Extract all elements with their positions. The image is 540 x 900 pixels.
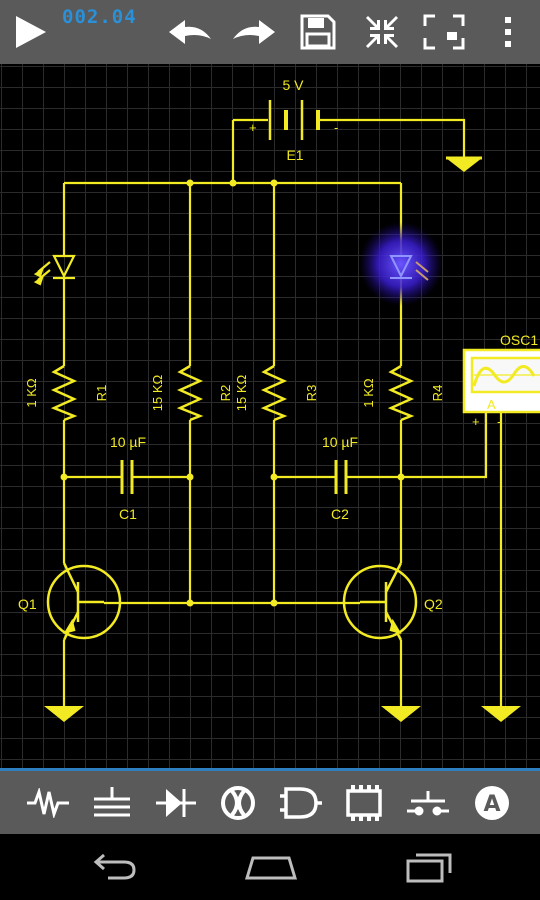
ground-symbols <box>44 156 521 722</box>
battery-voltage-label: 5 V <box>282 77 304 93</box>
simulation-timer: 002.04 <box>62 6 137 28</box>
shrink-button[interactable] <box>352 0 412 64</box>
logic-gate-icon <box>280 786 322 819</box>
battery-minus-label: - <box>334 120 338 135</box>
osc-name-label: OSC1 <box>500 332 538 348</box>
diode-icon <box>156 788 196 817</box>
led-right <box>389 255 429 281</box>
home-button[interactable] <box>226 834 316 900</box>
transistor-q1 <box>46 562 122 641</box>
r4-value-label: 1 KΩ <box>361 378 376 408</box>
recent-apps-button[interactable] <box>384 834 474 900</box>
undo-button[interactable] <box>160 0 220 64</box>
undo-icon <box>169 20 211 44</box>
r1-value-label: 1 KΩ <box>24 378 39 408</box>
r2-value-label: 15 KΩ <box>150 374 165 411</box>
save-button[interactable] <box>288 0 348 64</box>
ammeter-button[interactable]: A <box>462 771 522 834</box>
lamp-button[interactable] <box>208 771 268 834</box>
osc-minus-label: - <box>497 414 501 429</box>
top-toolbar: 002.04 <box>0 0 540 64</box>
fullscreen-icon <box>423 14 465 50</box>
switch-button[interactable] <box>398 771 458 834</box>
c1-name-label: C1 <box>119 506 137 522</box>
ground-icon <box>94 786 130 816</box>
circuit-canvas[interactable]: 5 V E1 + - <box>0 64 540 768</box>
ammeter-icon: A <box>475 785 509 820</box>
battery-name-label: E1 <box>286 147 303 163</box>
lamp-icon <box>221 785 255 820</box>
switch-icon <box>407 790 449 815</box>
overflow-menu-icon <box>505 17 511 47</box>
save-icon <box>300 14 336 50</box>
chip-button[interactable] <box>334 771 394 834</box>
logic-gate-button[interactable] <box>270 771 330 834</box>
svg-text:A: A <box>483 792 500 817</box>
c1-value-label: 10 µF <box>110 434 146 450</box>
c2-value-label: 10 µF <box>322 434 358 450</box>
oscilloscope-osc1 <box>462 348 540 414</box>
ground-button[interactable] <box>82 771 142 834</box>
play-button[interactable] <box>0 0 60 64</box>
battery-plus-label: + <box>249 120 257 135</box>
back-button[interactable] <box>68 834 158 900</box>
shrink-icon <box>366 16 398 48</box>
r1-name-label: R1 <box>94 385 109 402</box>
r2-name-label: R2 <box>218 385 233 402</box>
home-icon <box>244 856 298 880</box>
r3-name-label: R3 <box>304 385 319 402</box>
component-palette: A <box>0 768 540 834</box>
resistor-button[interactable] <box>18 771 78 834</box>
r3-value-label: 15 KΩ <box>234 374 249 411</box>
fullscreen-button[interactable] <box>414 0 474 64</box>
r4-name-label: R4 <box>430 385 445 402</box>
redo-button[interactable] <box>224 0 284 64</box>
led-left <box>33 254 76 286</box>
c2-name-label: C2 <box>331 506 349 522</box>
osc-channel-label: A <box>487 397 496 412</box>
led-glow <box>359 222 443 306</box>
osc-plus-label: + <box>472 414 480 429</box>
diode-button[interactable] <box>146 771 206 834</box>
resistor-icon <box>27 787 69 818</box>
system-navigation-bar <box>0 834 540 900</box>
overflow-menu-button[interactable] <box>486 0 530 64</box>
q1-name-label: Q1 <box>18 596 37 612</box>
q2-name-label: Q2 <box>424 596 443 612</box>
back-icon <box>93 853 136 880</box>
recent-apps-icon <box>406 853 452 883</box>
transistor-q2 <box>342 562 418 641</box>
circuit-schematic: 5 V E1 + - <box>18 77 540 722</box>
battery-e1 <box>268 100 320 140</box>
redo-icon <box>233 20 275 44</box>
chip-icon <box>346 784 382 821</box>
play-icon <box>16 16 46 48</box>
